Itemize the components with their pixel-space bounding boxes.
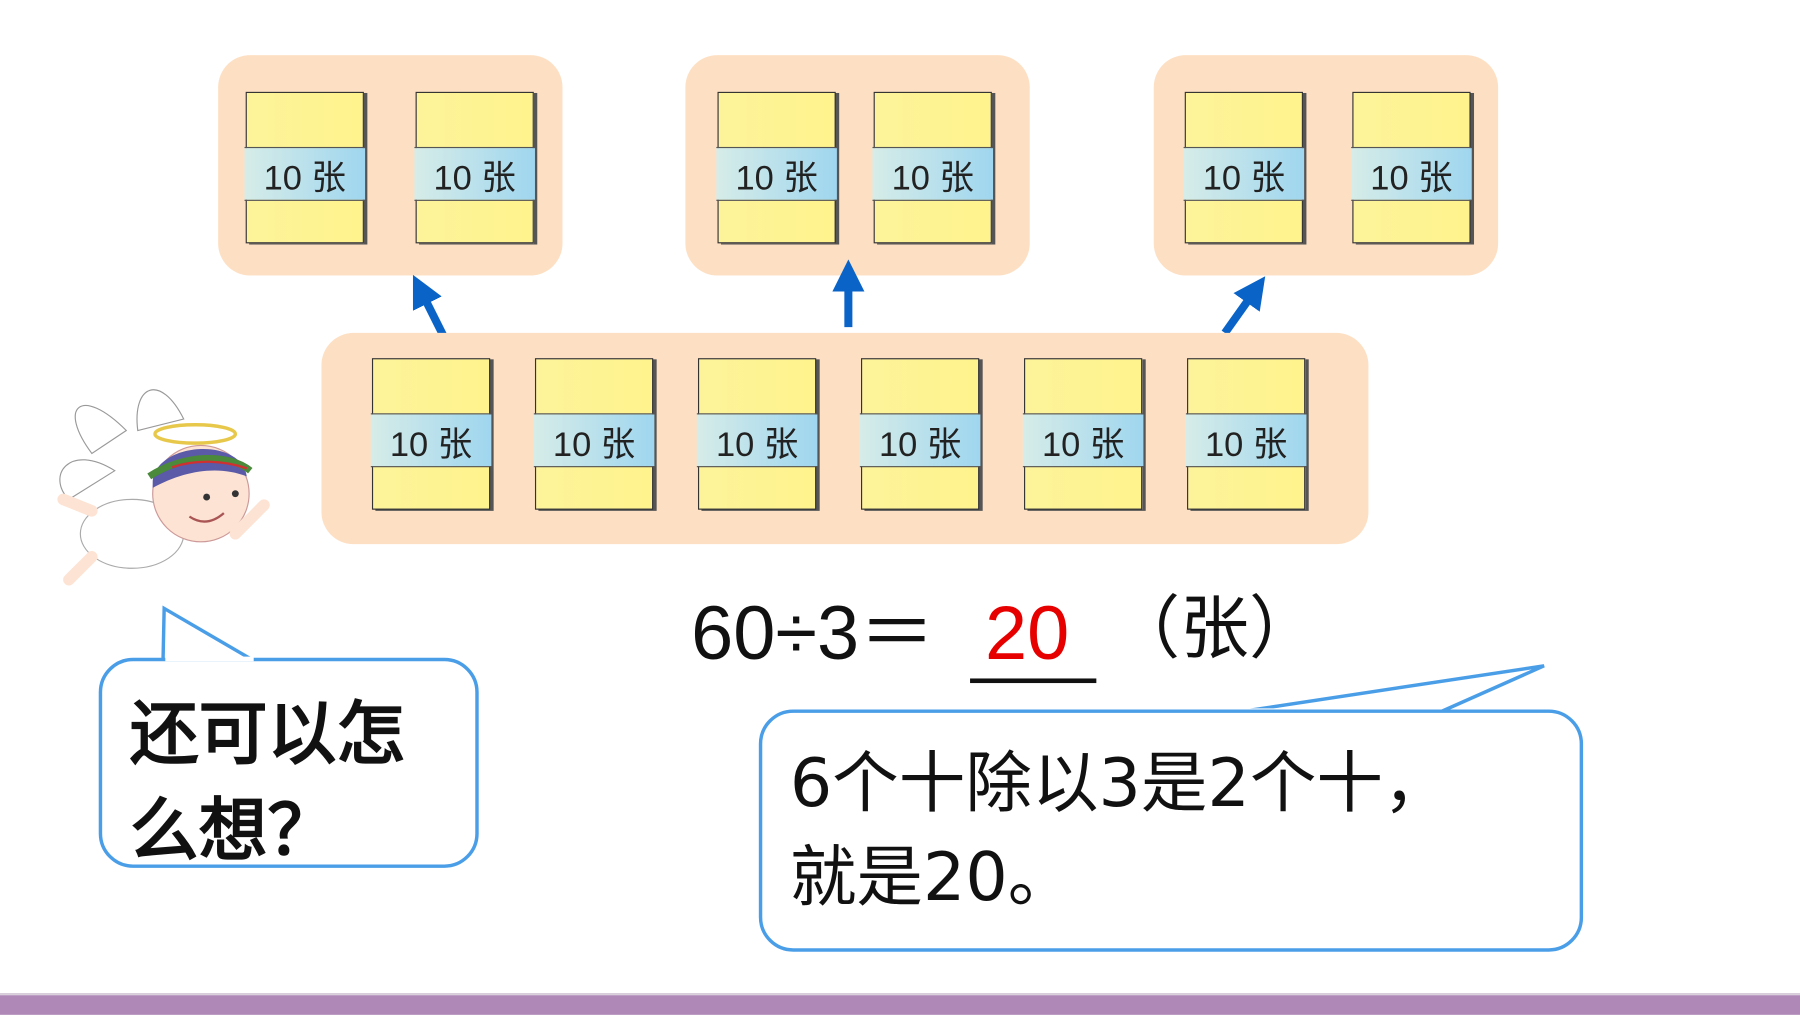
angel-illustration [57,389,270,586]
equation-unit: （张） [1111,590,1318,667]
paper-stack: 10 张 [244,91,366,244]
top-group-3: 10 张 10 张 [1153,55,1499,276]
paper-stack: 10 张 [696,358,818,510]
question-text: 还可以怎 么想？ [130,687,406,880]
explanation-text: 6个十除以3是2个十， 就是20。 [790,736,1450,924]
card-label: 10 张 [1351,146,1472,201]
question-line: 还可以怎 [129,694,406,775]
question-bubble: 还可以怎 么想？ [98,657,479,871]
paper-stack: 10 张 [1183,91,1305,244]
card-label: 10 张 [1185,413,1307,468]
top-group-2: 10 张 10 张 [685,55,1030,276]
paper-stack: 10 张 [1351,91,1472,244]
arrow-up-left-icon [412,274,448,340]
card-label: 10 张 [859,413,981,468]
card-label: 10 张 [872,146,994,201]
explanation-line: 6个十除以3是2个十， [789,743,1450,822]
card-label: 10 张 [716,146,837,201]
card-label: 10 张 [1022,413,1144,468]
footer-bar [0,993,1800,1015]
paper-stack: 10 张 [859,358,981,510]
arrow-up-right-icon [1221,276,1266,336]
paper-stack: 10 张 [716,91,837,244]
card-label: 10 张 [696,413,818,468]
bottom-group: 10 张 10 张 10 张 10 张 10 张 10 张 [321,332,1369,545]
explanation-bubble: 6个十除以3是2个十， 就是20。 [758,709,1584,952]
answer-underline [970,678,1097,684]
question-line: 么想？ [129,790,337,872]
paper-stack: 10 张 [370,358,492,510]
top-group-1: 10 张 10 张 [218,55,563,276]
paper-stack: 10 张 [533,358,655,510]
paper-stack: 10 张 [414,91,535,244]
card-label: 10 张 [414,146,535,201]
paper-stack: 10 张 [1185,358,1307,510]
card-label: 10 张 [1183,146,1305,201]
equation-expression: 60÷3＝ [691,590,935,676]
explanation-line: 就是20。 [789,838,1075,917]
paper-stack: 10 张 [872,91,994,244]
card-label: 10 张 [370,413,492,468]
equation-answer: 20 [984,590,1070,676]
card-label: 10 张 [533,413,655,468]
card-label: 10 张 [244,146,366,201]
paper-stack: 10 张 [1022,358,1144,510]
